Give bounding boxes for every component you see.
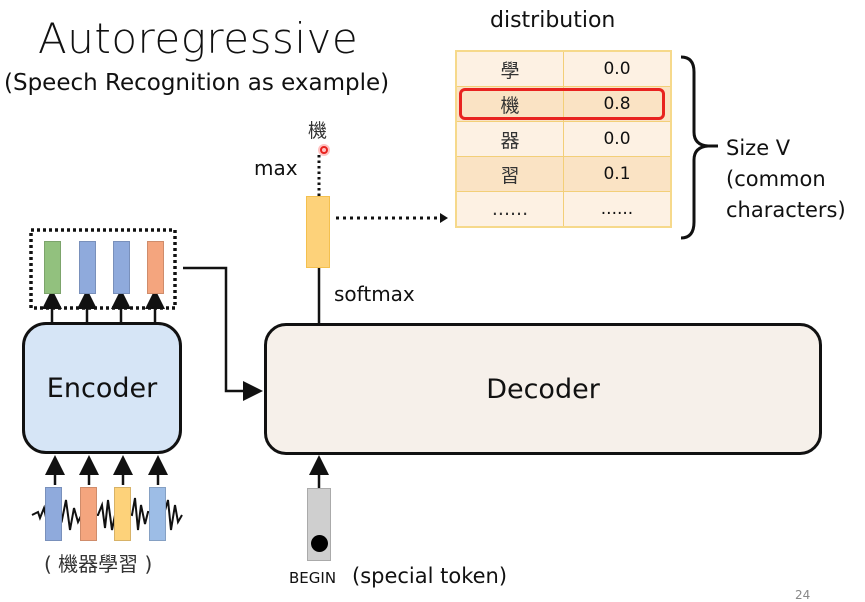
prob-cell: 0.0 bbox=[563, 50, 672, 87]
output-char: 機 bbox=[308, 120, 328, 142]
slide-subtitle: (Speech Recognition as example) bbox=[4, 70, 390, 96]
encoder-output-vector-1 bbox=[44, 241, 61, 294]
encoder-label: Encoder bbox=[46, 372, 158, 404]
input-caption: ( 機器學習 ) bbox=[44, 552, 153, 576]
size-brace bbox=[680, 55, 709, 240]
distribution-row: ............ bbox=[455, 191, 672, 228]
decoder-label: Decoder bbox=[486, 373, 600, 405]
encoder-input-vector-4 bbox=[149, 487, 166, 541]
decoder-block: Decoder bbox=[264, 323, 822, 455]
encoder-output-arrows bbox=[42, 289, 165, 323]
prob-cell: 0.8 bbox=[563, 86, 672, 122]
special-token-note: (special token) bbox=[352, 564, 508, 588]
encoder-input-arrows bbox=[45, 455, 168, 485]
softmax-output-vector bbox=[306, 196, 330, 268]
char-cell: 學 bbox=[455, 50, 564, 87]
char-cell: 機 bbox=[455, 86, 564, 122]
char-cell: 器 bbox=[455, 121, 564, 157]
prob-cell: 0.0 bbox=[563, 121, 672, 157]
size-label-line: characters) bbox=[726, 198, 846, 222]
begin-token-vector bbox=[307, 488, 331, 561]
softmax-label: softmax bbox=[334, 282, 415, 306]
char-cell: ...... bbox=[455, 191, 564, 228]
encoder-block: Encoder bbox=[22, 322, 182, 454]
prob-cell: ...... bbox=[563, 191, 672, 228]
cursor-indicator bbox=[318, 144, 330, 156]
size-label: Size V (common characters) bbox=[726, 133, 846, 226]
char-cell: 習 bbox=[455, 156, 564, 192]
encoder-input-vector-2 bbox=[80, 487, 97, 541]
max-highlight-box bbox=[459, 88, 665, 120]
encoder-output-group-box bbox=[29, 228, 177, 310]
encoder-input-vector-3 bbox=[114, 487, 131, 541]
size-label-line: (common bbox=[726, 167, 826, 191]
encoder-output-vector-3 bbox=[113, 241, 130, 294]
encoder-output-vector-4 bbox=[147, 241, 164, 294]
begin-dot-icon bbox=[311, 535, 328, 552]
size-label-line: Size V bbox=[726, 136, 791, 160]
begin-label: BEGIN bbox=[289, 569, 337, 587]
prob-cell: 0.1 bbox=[563, 156, 672, 192]
slide-title: Autoregressive bbox=[38, 14, 359, 63]
distribution-title: distribution bbox=[490, 8, 616, 33]
max-label: max bbox=[254, 156, 298, 180]
encoder-to-decoder-arrow bbox=[183, 266, 263, 401]
encoder-input-vector-1 bbox=[45, 487, 62, 541]
encoder-output-vector-2 bbox=[79, 241, 96, 294]
page-number: 24 bbox=[795, 588, 811, 602]
